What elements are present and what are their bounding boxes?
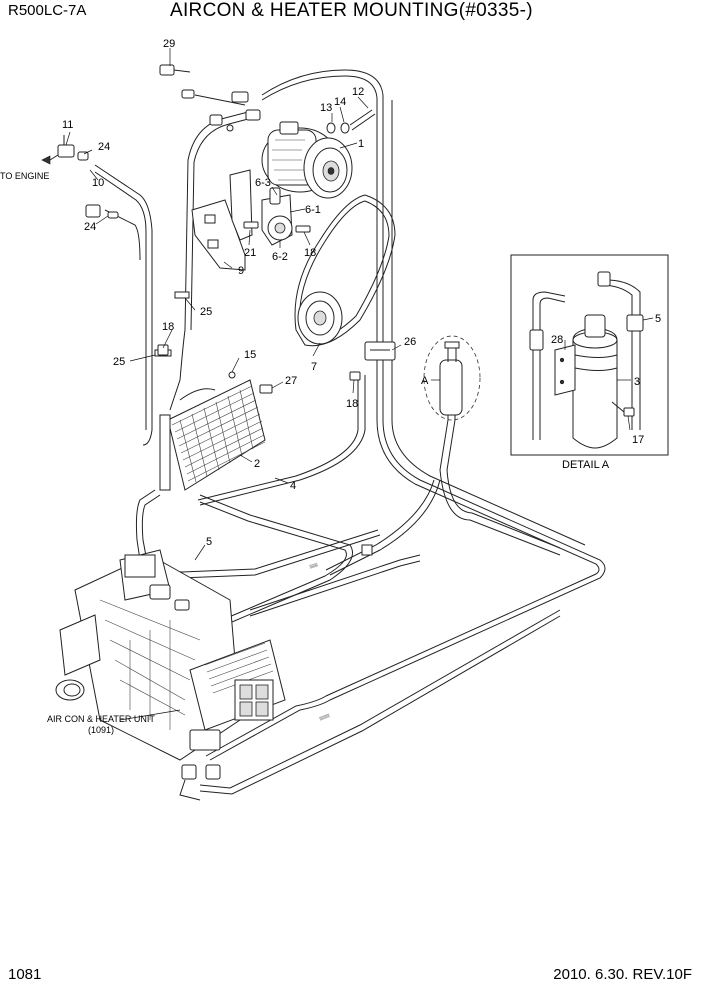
callout-18-c: 18: [346, 398, 358, 410]
callout-6-2: 6-2: [272, 251, 288, 263]
receiver-drier: [423, 335, 481, 421]
callout-25-lower: 25: [113, 356, 125, 368]
callout-15: 15: [244, 349, 256, 361]
aircon-heater-unit: [55, 549, 286, 801]
callout-1: 1: [358, 138, 364, 150]
callout-11: 11: [62, 119, 73, 131]
compressor: [261, 121, 353, 199]
callout-18-b: 18: [162, 321, 174, 333]
callout-21: 21: [244, 247, 256, 259]
callout-27: 27: [285, 375, 297, 387]
callout-5-main: 5: [206, 536, 212, 548]
condenser: [159, 379, 266, 491]
callout-17: 17: [632, 434, 644, 446]
hose-clamp-bracket: [154, 291, 396, 556]
drive-belt: [294, 194, 396, 347]
page-number: 1081: [8, 966, 42, 983]
callout-13: 13: [320, 102, 332, 114]
callout-7: 7: [311, 361, 317, 373]
callout-12: 12: [352, 86, 364, 98]
svg-text:||||||||: ||||||||: [309, 562, 318, 569]
detail-a-box: [510, 254, 669, 456]
callout-24-top: 24: [98, 141, 110, 153]
to-engine-label: TO ENGINE: [0, 171, 49, 181]
callout-28: 28: [551, 334, 563, 346]
callout-26: 26: [404, 336, 416, 348]
compressor-fittings: [159, 64, 376, 134]
callout-6-3: 6-3: [255, 177, 271, 189]
compressor-bracket: [191, 169, 311, 271]
callout-2: 2: [254, 458, 260, 470]
callout-10: 10: [92, 177, 104, 189]
model-code: R500LC-7A: [8, 2, 87, 19]
unit-name-label: AIR CON & HEATER UNIT: [47, 714, 155, 724]
hose-routing: |||||||||| ||||||||: [94, 69, 606, 795]
revision-date: 2010. 6.30. REV.10F: [553, 966, 692, 983]
callout-3: 3: [634, 376, 640, 388]
callout-6-1: 6-1: [305, 204, 321, 216]
callout-4: 4: [290, 480, 296, 492]
callout-18-a: 18: [304, 247, 316, 259]
callout-24-lower: 24: [84, 221, 96, 233]
callout-29: 29: [163, 38, 175, 50]
callouts: 29 11 24 10 24 12 13 14 1 6-3 6-1 6-2 21…: [62, 38, 661, 548]
callout-9: 9: [238, 265, 244, 277]
unit-ref-label: (1091): [88, 725, 114, 735]
callout-14: 14: [334, 96, 346, 108]
leader-lines: [65, 48, 654, 721]
callout-A: A: [421, 375, 429, 387]
callout-5-detail: 5: [655, 313, 661, 325]
engine-valves: [41, 135, 119, 219]
detail-a-label: DETAIL A: [562, 459, 610, 471]
callout-25-upper: 25: [200, 306, 212, 318]
svg-text:||||||||||: ||||||||||: [319, 712, 331, 721]
page-title: AIRCON & HEATER MOUNTING(#0335-): [170, 0, 533, 21]
labels: TO ENGINE DETAIL A AIR CON & HEATER UNIT…: [0, 171, 610, 735]
